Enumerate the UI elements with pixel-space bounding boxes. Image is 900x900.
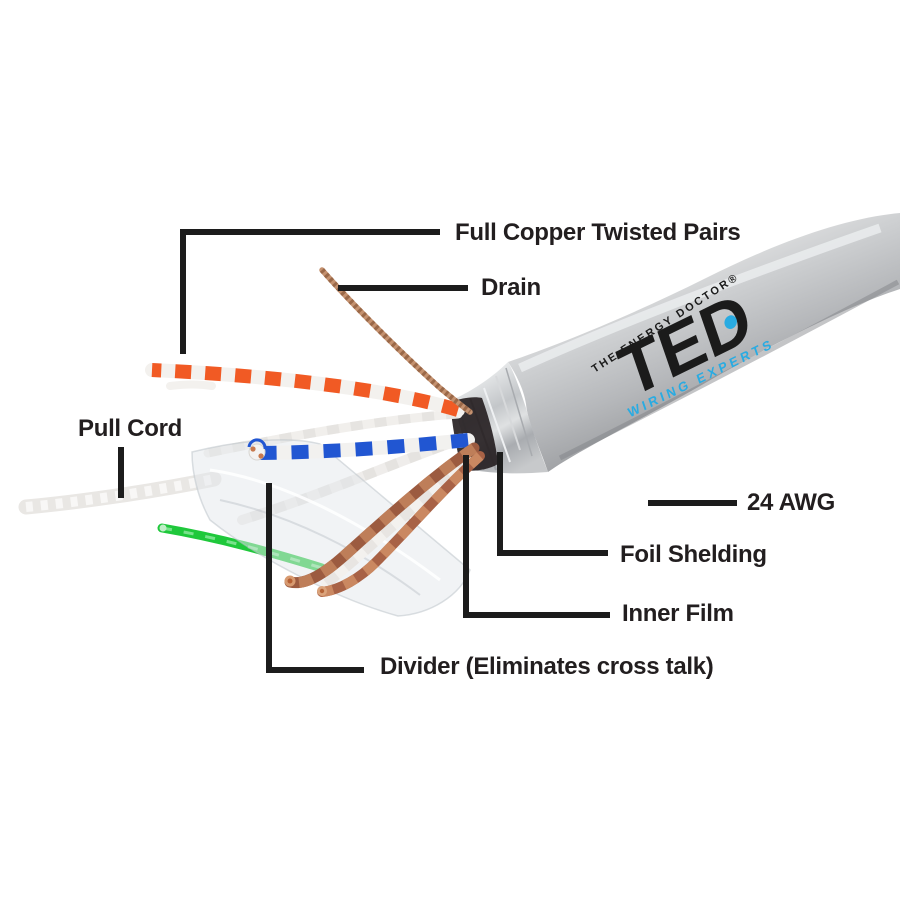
leader-foil	[497, 452, 608, 556]
label-foil-shielding: Foil Shelding	[620, 541, 767, 568]
drain-wire	[319, 267, 473, 415]
twisted-pair-blue	[247, 433, 475, 461]
label-full-copper-twisted-pairs: Full Copper Twisted Pairs	[455, 219, 741, 246]
label-inner-film: Inner Film	[622, 600, 734, 627]
label-drain: Drain	[481, 274, 541, 301]
pull-cord-wire	[18, 471, 222, 515]
leader-full-copper	[180, 229, 440, 354]
clear-film-divider	[191, 439, 471, 617]
twisted-pair-brown	[284, 442, 485, 597]
label-divider: Divider (Eliminates cross talk)	[380, 653, 714, 680]
label-24-awg: 24 AWG	[747, 489, 836, 516]
leader-divider	[266, 483, 364, 673]
cable-jacket	[508, 213, 900, 472]
leader-lines	[118, 229, 737, 673]
leader-inner-film	[463, 455, 610, 618]
label-pull-cord: Pull Cord	[78, 415, 182, 442]
twisted-pair-orange	[145, 363, 465, 417]
